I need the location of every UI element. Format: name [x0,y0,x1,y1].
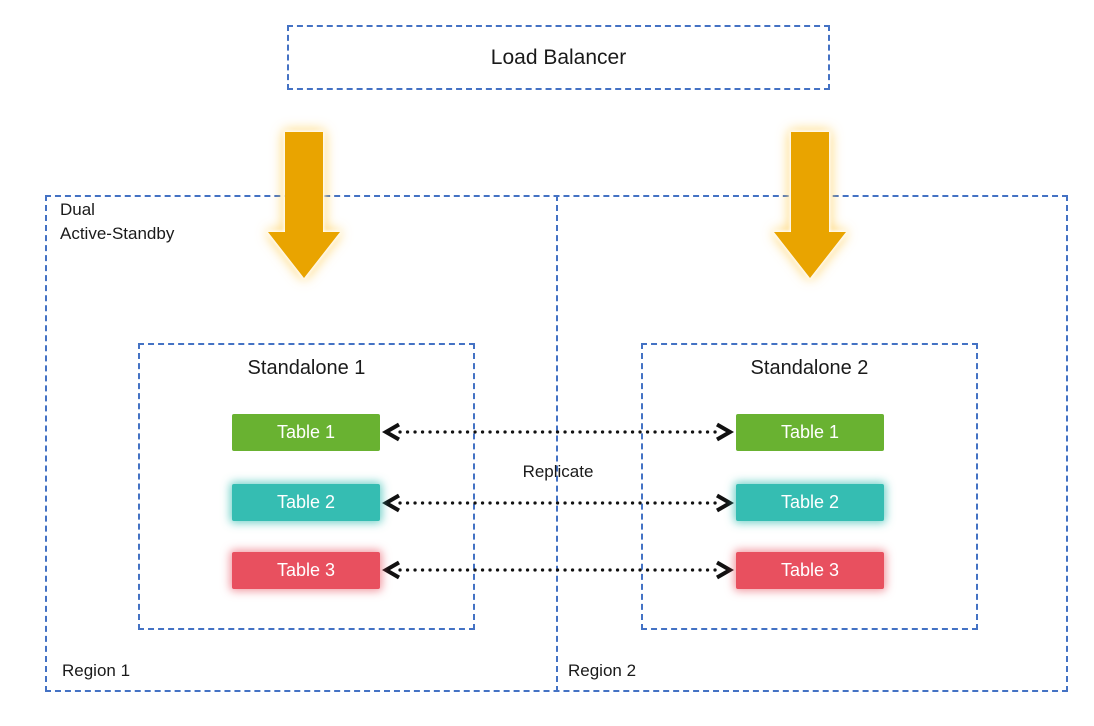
down-arrow-icon [774,132,846,278]
region1-label: Region 1 [62,661,131,680]
load-balancer-box: Load Balancer [287,25,830,90]
standalone2-table1: Table 1 [736,414,884,451]
replicate-label: Replicate [522,462,594,481]
standalone2-box: Standalone 2 [641,343,978,630]
standalone1-box: Standalone 1 [138,343,475,630]
down-arrow-icon [268,132,340,278]
replicate-arrow-row [381,492,735,514]
replicate-arrow-icon [381,560,735,580]
region-divider-line [556,195,558,692]
region2-label: Region 2 [568,661,637,680]
replicate-arrow-icon [381,493,735,513]
standalone1-table2: Table 2 [232,484,380,521]
standalone1-table3: Table 3 [232,552,380,589]
standalone1-title: Standalone 1 [247,357,366,379]
load-balancer-label: Load Balancer [490,45,627,69]
standalone2-table2: Table 2 [736,484,884,521]
replicate-arrow-icon [381,422,735,442]
replicate-arrow-row [381,559,735,581]
cluster-label-line2: Active-Standby [60,224,175,243]
down-arrow-shape [774,132,846,278]
standalone2-title: Standalone 2 [750,357,869,379]
cluster-label-line1: Dual [60,200,95,219]
replicate-arrow-row [381,421,735,443]
standalone1-table1: Table 1 [232,414,380,451]
standalone2-table3: Table 3 [736,552,884,589]
down-arrow-shape [268,132,340,278]
cluster-label: Dual Active-Standby [60,198,174,246]
